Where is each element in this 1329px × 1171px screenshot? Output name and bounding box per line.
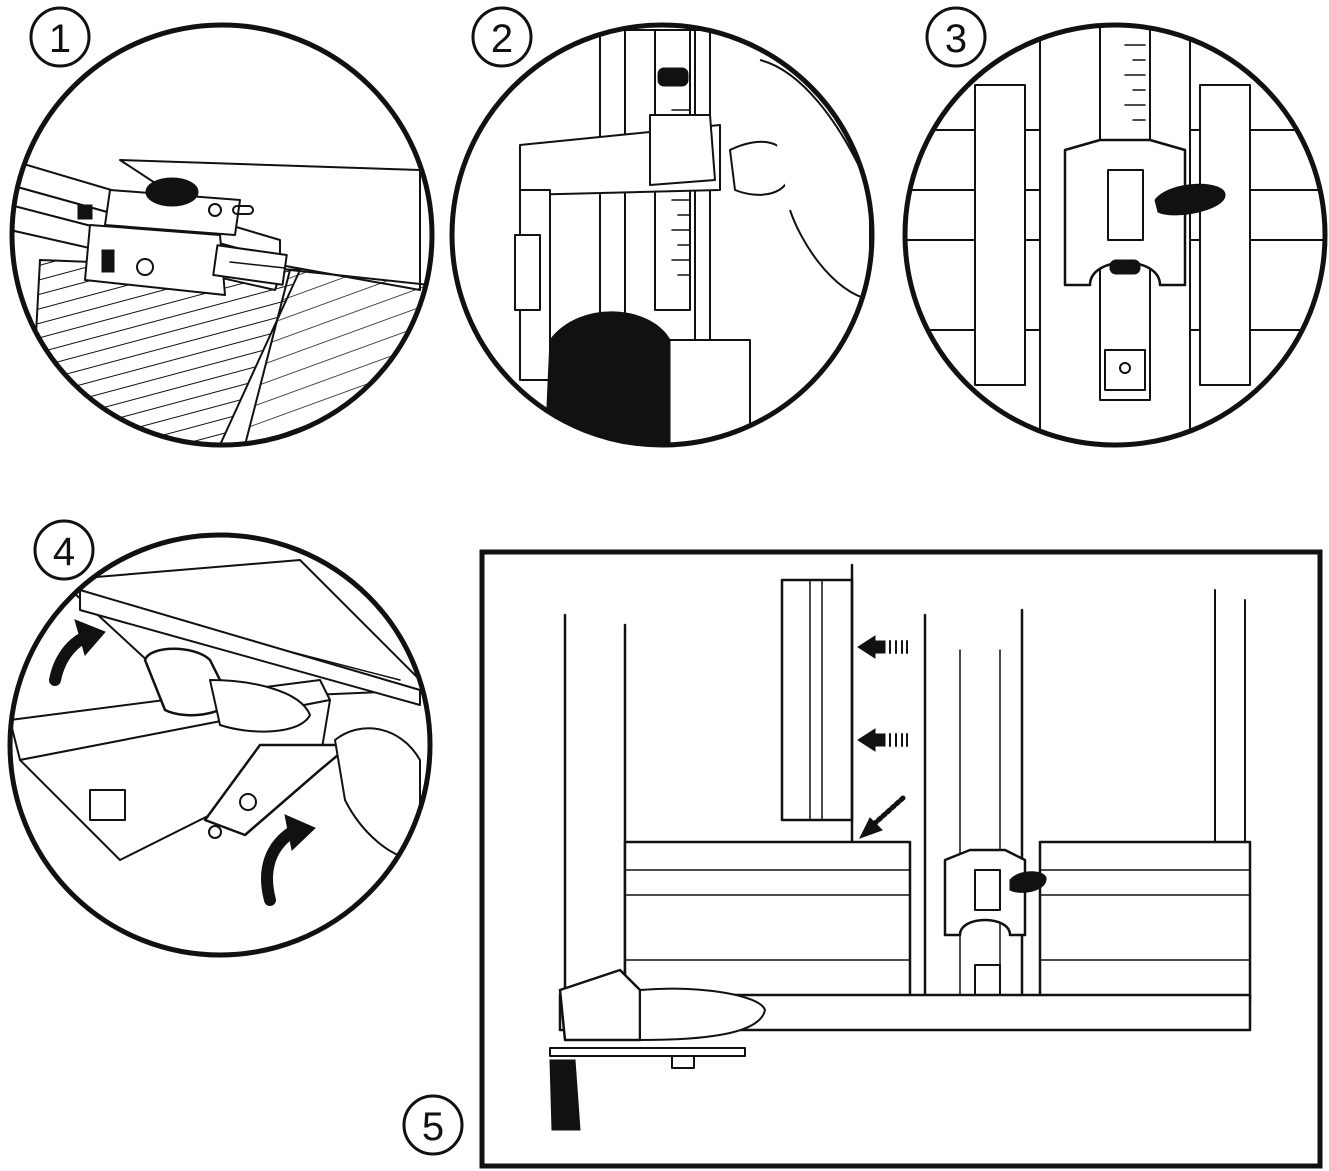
step-3-panel	[902, 22, 1328, 448]
step-1-number-badge: 1	[29, 6, 91, 68]
step-4-number-badge: 4	[33, 519, 95, 581]
step-1-number: 1	[49, 17, 71, 61]
step-4-panel	[7, 532, 433, 958]
step-2-number-badge: 2	[471, 6, 533, 68]
step-2-number: 2	[491, 17, 513, 61]
step-5-number-badge: 5	[402, 1094, 464, 1156]
step-3-number-badge: 3	[925, 6, 987, 68]
step-5-panel	[479, 549, 1323, 1169]
step-4-number: 4	[53, 530, 75, 574]
step-1-panel	[9, 22, 435, 448]
step-3-number: 3	[945, 17, 967, 61]
step-5-number: 5	[422, 1105, 444, 1149]
arrow-icons	[857, 635, 908, 839]
step-2-panel	[449, 22, 875, 448]
